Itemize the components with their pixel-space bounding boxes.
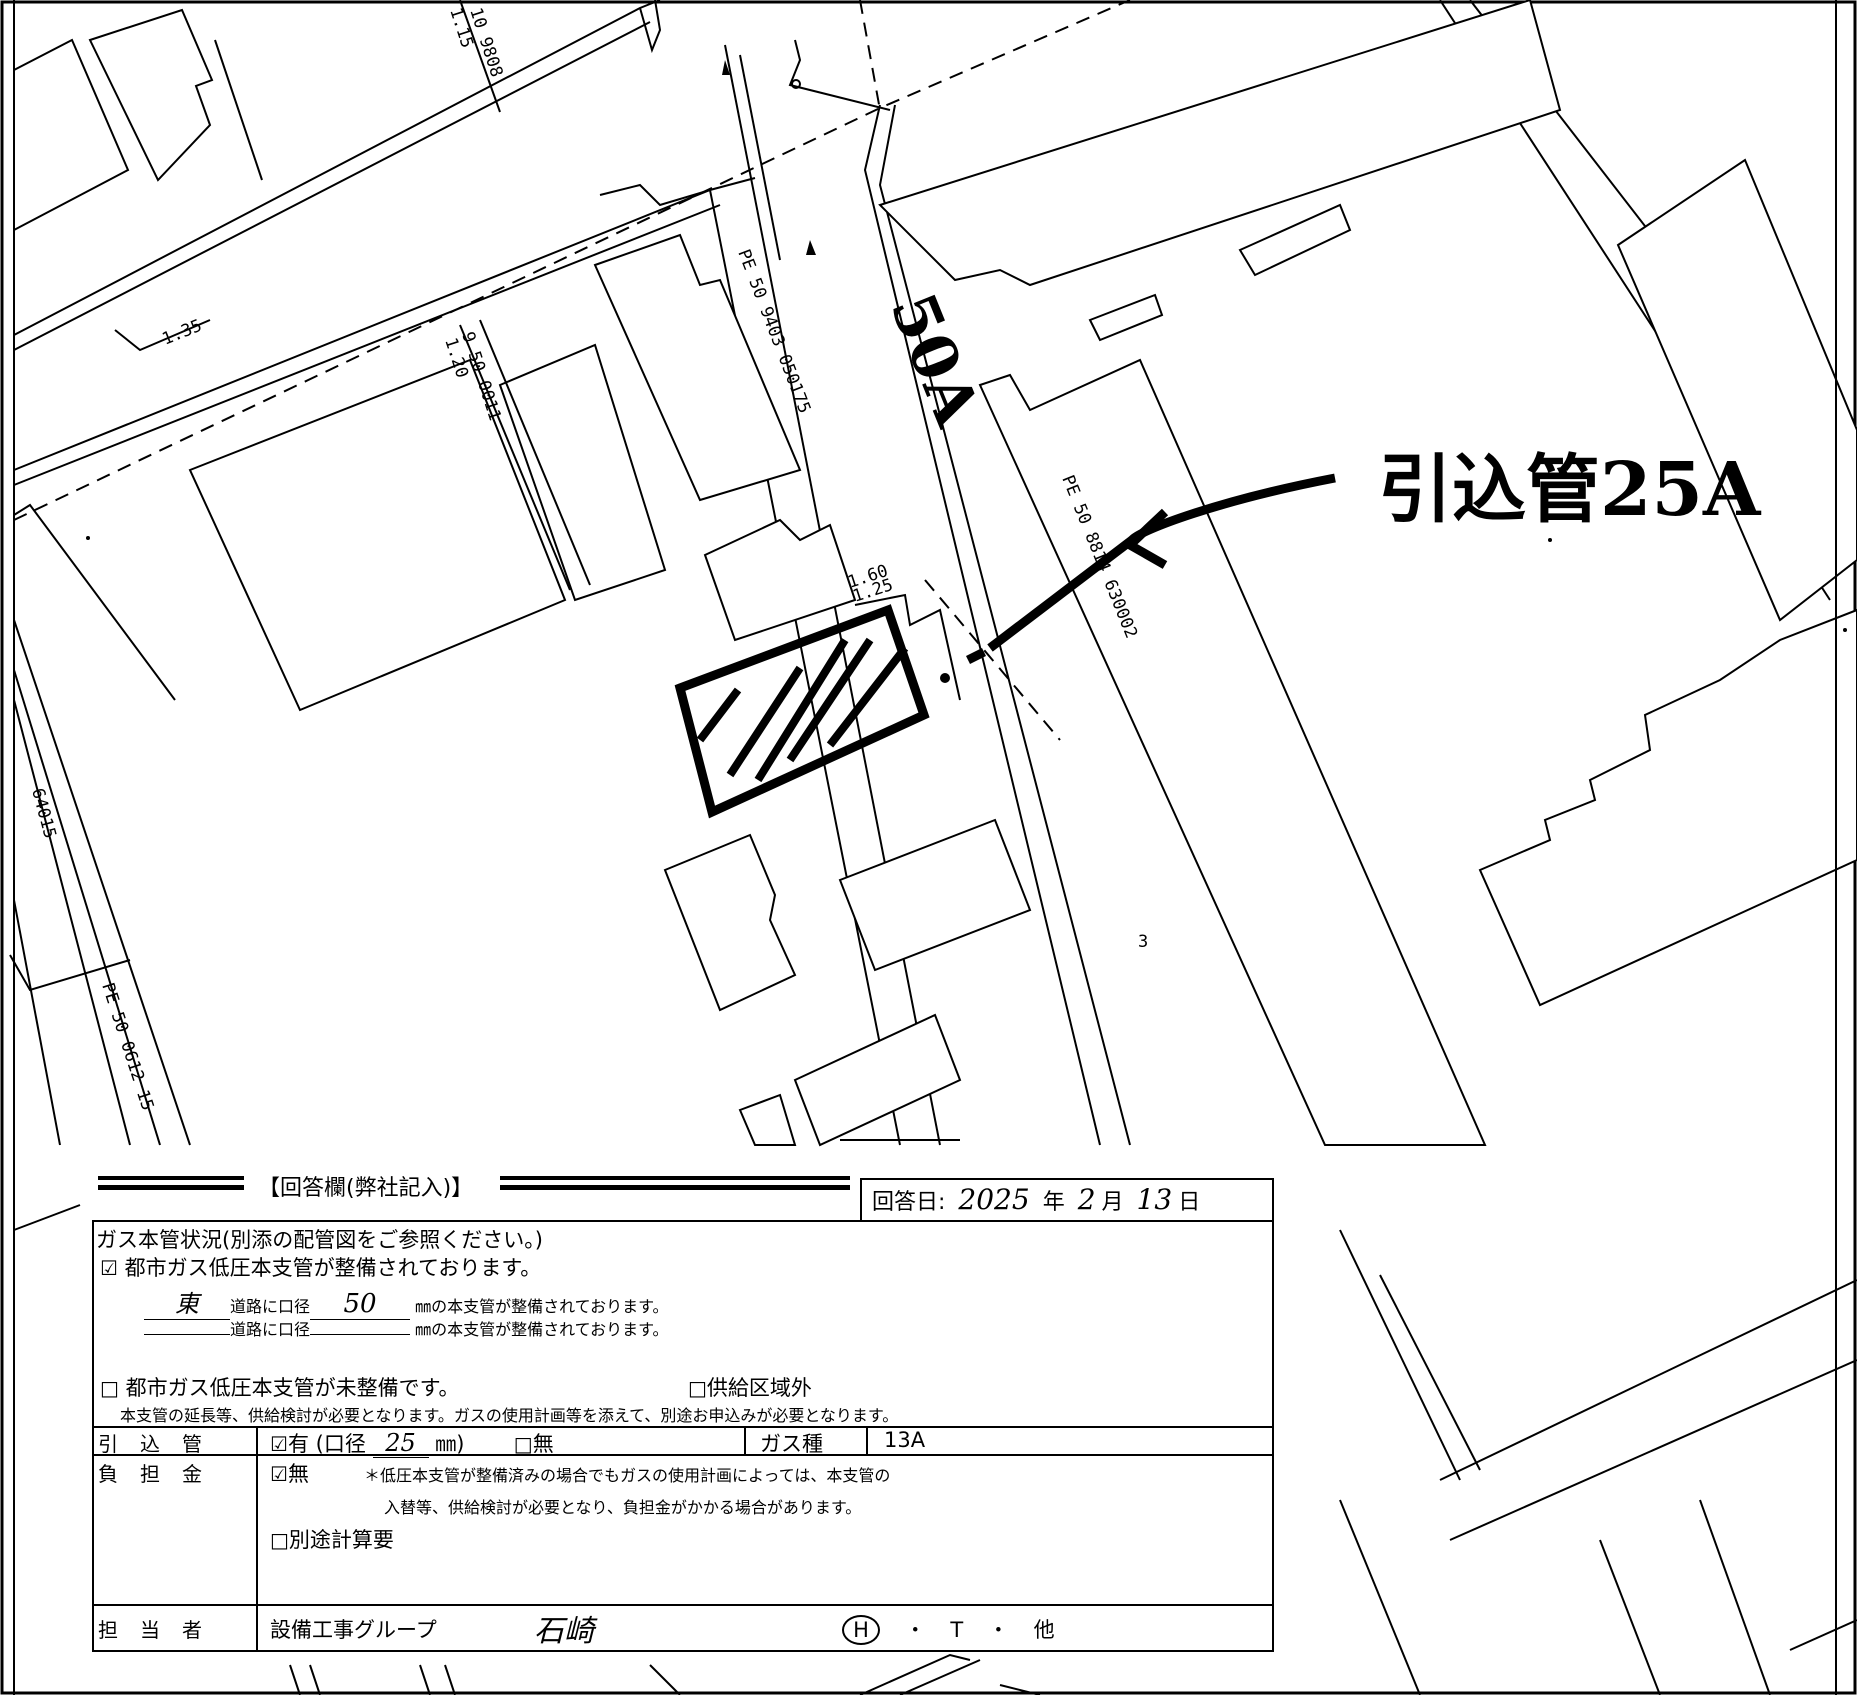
checkbox-checked-icon[interactable]: ☑ xyxy=(100,1256,118,1280)
answer-date-year[interactable]: 2025 xyxy=(958,1183,1030,1216)
service-pipe-no: 無 xyxy=(532,1432,554,1456)
road-text-2: 道路に口径 xyxy=(230,1320,311,1339)
burden-label: 負担金 xyxy=(98,1462,224,1486)
pipe-label: 64015 xyxy=(27,786,60,841)
staff-option-circled[interactable]: H xyxy=(842,1615,880,1645)
building xyxy=(838,818,1032,972)
diameter-unit: ㎜) xyxy=(435,1432,465,1456)
staff-person[interactable]: 石崎 xyxy=(534,1614,594,1649)
option-installed[interactable]: ☑ 都市ガス低圧本支管が整備されております。 xyxy=(100,1252,541,1282)
building xyxy=(1478,608,1857,1007)
form-header-title: 【回答欄(弊社記入)】 xyxy=(258,1176,474,1201)
arrow-head-icon xyxy=(1122,508,1169,569)
checkbox-checked-icon[interactable]: ☑ xyxy=(270,1432,288,1456)
burden-none-text: 無 xyxy=(287,1462,309,1486)
option-outside-area-text: 供給区域外 xyxy=(706,1376,812,1400)
month-unit: 月 xyxy=(1101,1190,1124,1215)
burden-separate[interactable]: □別途計算要 xyxy=(270,1524,394,1554)
pipe-label: 3 xyxy=(1138,932,1148,952)
site-hatched-box xyxy=(674,604,930,819)
checkbox-empty-icon[interactable]: □ xyxy=(688,1376,707,1400)
answer-date-month[interactable]: 2 xyxy=(1077,1183,1096,1216)
burden-note-1: ＊低圧本支管が整備済みの場合でもガスの使用計画によっては、本支管の xyxy=(364,1466,891,1485)
main-status-title: ガス本管状況(別添の配管図をご参照ください。) xyxy=(96,1228,543,1252)
service-pipe-yes: 有 xyxy=(287,1432,309,1456)
building xyxy=(13,38,130,232)
option-not-installed-text: 都市ガス低圧本支管が未整備です。 xyxy=(125,1376,460,1400)
road-diameter-1[interactable]: 50 xyxy=(310,1289,411,1320)
burden-note-2: 入替等、供給検討が必要となり、負担金がかかる場合があります。 xyxy=(384,1498,862,1517)
form-body: ガス本管状況(別添の配管図をご参照ください。) ☑ 都市ガス低圧本支管が整備され… xyxy=(92,1220,1274,1652)
header-bar xyxy=(98,1176,244,1190)
header-bar xyxy=(500,1176,850,1190)
building xyxy=(498,343,667,602)
service-pipe-options: ☑有 (口径 25 ㎜) □無 xyxy=(270,1428,554,1458)
staff-group: 設備工事グループ xyxy=(270,1618,437,1642)
service-pipe-label: 引込管 xyxy=(98,1432,224,1456)
checkbox-empty-icon[interactable]: □ xyxy=(270,1528,289,1552)
checkbox-checked-icon[interactable]: ☑ xyxy=(270,1462,288,1486)
building xyxy=(663,833,797,1012)
burden-none[interactable]: ☑無 xyxy=(270,1458,309,1488)
building xyxy=(878,0,1562,287)
staff-option[interactable]: T xyxy=(950,1618,964,1642)
not-installed-note: 本支管の延長等、供給検討が必要となります。ガスの使用計画等を添えて、別途お申込み… xyxy=(120,1406,899,1425)
road-direction-2[interactable] xyxy=(144,1334,230,1335)
road-text-1: 道路に口径 xyxy=(230,1297,311,1316)
road-suffix-1: ㎜の本支管が整備されております。 xyxy=(415,1297,669,1316)
building xyxy=(793,1013,962,1147)
option-outside-area[interactable]: □供給区域外 xyxy=(688,1372,812,1402)
staff-options: H ・ T ・ 他 xyxy=(842,1614,1055,1645)
road-suffix-2: ㎜の本支管が整備されております。 xyxy=(415,1320,669,1339)
building xyxy=(1238,203,1352,277)
road-line-2: 道路に口径 ㎜の本支管が整備されております。 xyxy=(144,1316,669,1340)
road-diameter-2[interactable] xyxy=(310,1334,411,1335)
gas-type-label: ガス種 xyxy=(760,1432,823,1456)
option-installed-text: 都市ガス低圧本支管が整備されております。 xyxy=(124,1256,542,1280)
year-unit: 年 xyxy=(1042,1190,1065,1215)
building xyxy=(1616,158,1857,622)
checkbox-empty-icon[interactable]: □ xyxy=(100,1376,119,1400)
gas-main-dashed xyxy=(13,0,1131,521)
service-pipe-diameter[interactable]: 25 xyxy=(372,1429,429,1458)
pipe-label: PE 50 0612 15 xyxy=(97,980,157,1113)
staff-option: ・ xyxy=(904,1618,926,1642)
building xyxy=(188,358,567,712)
gas-type-value: 13A xyxy=(884,1428,926,1452)
service-pipe-label: 引込管25A xyxy=(1378,447,1762,533)
staff-option: ・ xyxy=(987,1618,1009,1642)
main-size-label: 50A xyxy=(876,283,994,436)
staff-option[interactable]: 他 xyxy=(1033,1618,1055,1642)
gas-main-dashed xyxy=(859,0,881,111)
building xyxy=(703,518,857,642)
checkbox-empty-icon[interactable]: □ xyxy=(513,1432,533,1456)
staff-label: 担当者 xyxy=(98,1618,224,1642)
building xyxy=(738,1093,797,1146)
road-direction-1[interactable]: 東 xyxy=(144,1284,230,1320)
building xyxy=(88,8,214,182)
pipe-label: 1.35 xyxy=(159,316,204,350)
diameter-prefix: (口径 xyxy=(315,1432,366,1456)
answer-date-day[interactable]: 13 xyxy=(1136,1183,1173,1216)
burden-separate-text: 別途計算要 xyxy=(288,1528,394,1552)
day-unit: 日 xyxy=(1178,1190,1201,1215)
option-not-installed[interactable]: □ 都市ガス低圧本支管が未整備です。 xyxy=(100,1372,460,1402)
building xyxy=(593,233,802,502)
building xyxy=(1088,293,1164,342)
answer-date-label: 回答日: xyxy=(872,1190,946,1215)
